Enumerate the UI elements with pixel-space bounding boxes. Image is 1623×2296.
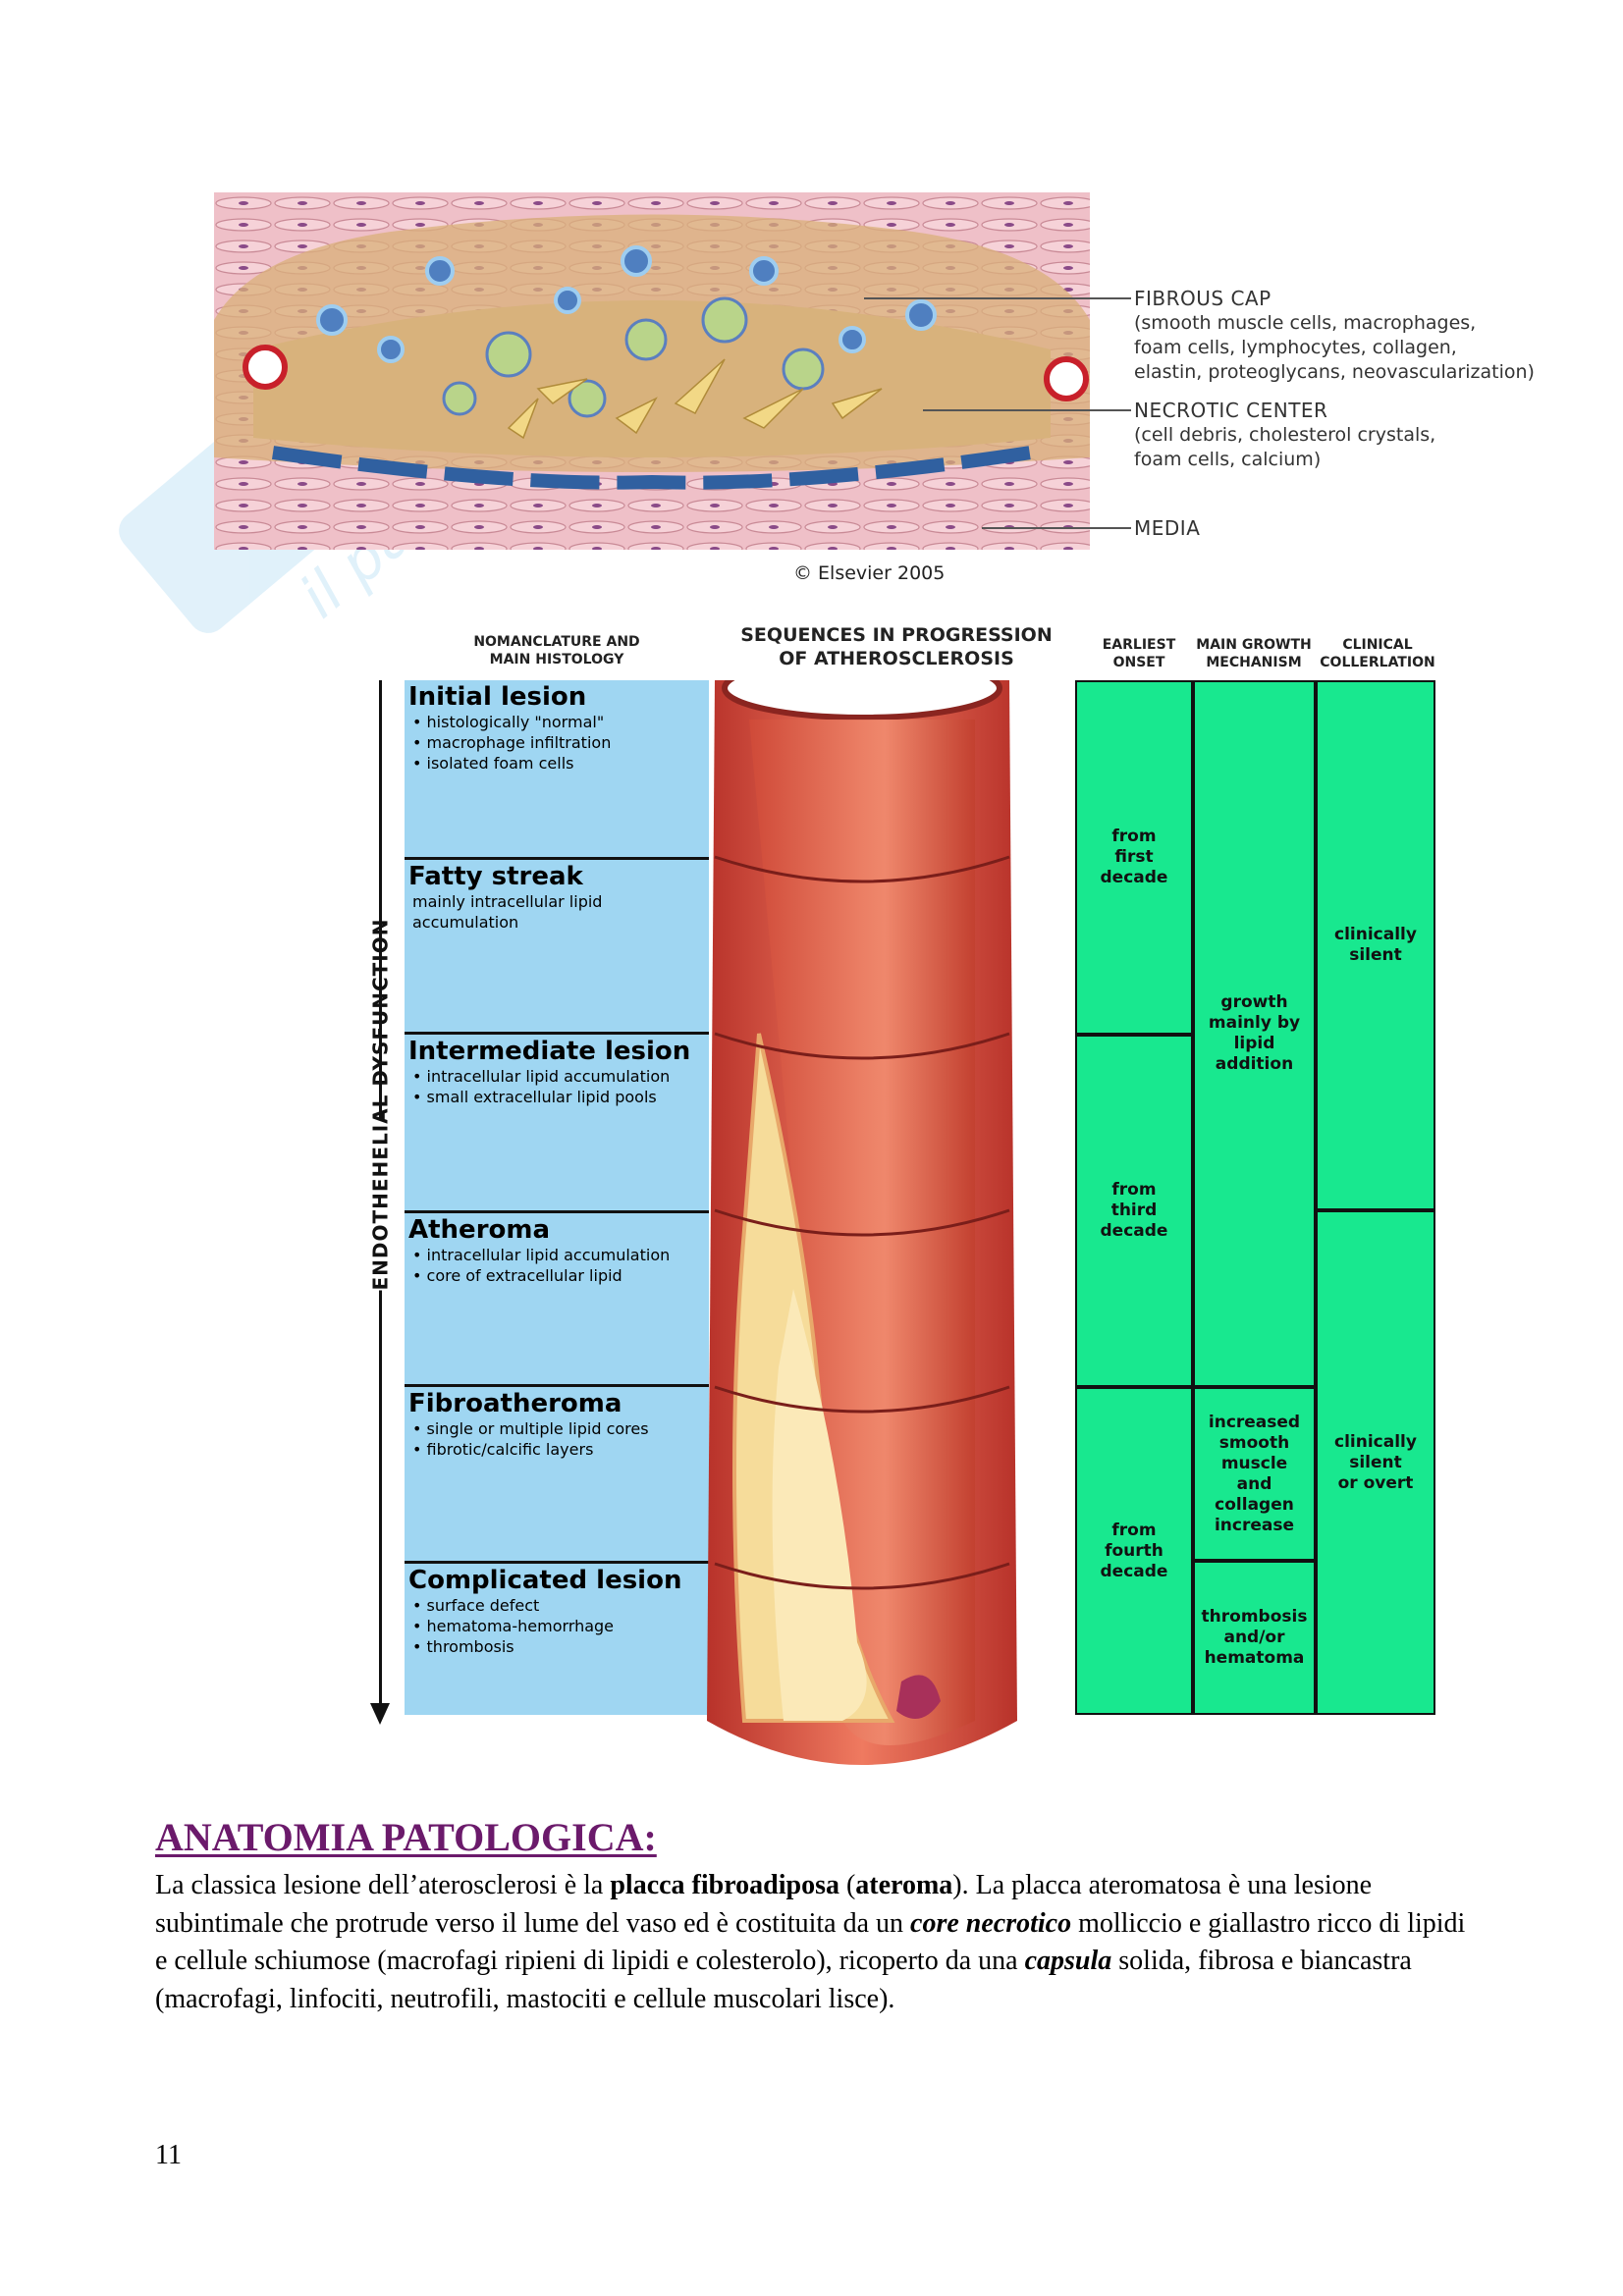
media-leader — [982, 527, 1131, 529]
artery-progression-illustration — [646, 680, 1078, 1799]
arrow-down-icon — [370, 1703, 390, 1725]
onset-first-decade: from first decade — [1075, 680, 1193, 1035]
term-capsula: capsula — [1025, 1946, 1112, 1976]
fibrous-cap-leader — [864, 297, 1131, 299]
necrotic-center-label: NECROTIC CENTER (cell debris, cholestero… — [1134, 399, 1435, 472]
fibrous-cap-label: FIBROUS CAP (smooth muscle cells, macrop… — [1134, 287, 1535, 385]
growth-lipid-addition: growth mainly by lipid addition — [1193, 680, 1316, 1387]
growth-smooth-muscle-collagen: increased smooth muscle and collagen inc… — [1193, 1387, 1316, 1561]
section-title: ANATOMIA PATOLOGICA: — [155, 1814, 657, 1860]
clinical-silent: clinically silent — [1316, 680, 1435, 1210]
copyright-caption: © Elsevier 2005 — [793, 562, 945, 584]
necrotic-center-leader — [923, 409, 1131, 411]
media-label: MEDIA — [1134, 516, 1200, 541]
body-paragraph: La classica lesione dell’aterosclerosi è… — [155, 1867, 1471, 2018]
term-core-necrotico: core necrotico — [910, 1908, 1071, 1939]
growth-thrombosis-hematoma: thrombosis and/or hematoma — [1193, 1561, 1316, 1715]
clinical-silent-or-overt: clinically silent or overt — [1316, 1210, 1435, 1715]
plaque-cross-section-illustration — [214, 192, 1090, 550]
onset-fourth-decade: from fourth decade — [1075, 1387, 1193, 1715]
page-number: 11 — [155, 2140, 182, 2171]
term-ateroma: ateroma — [855, 1870, 952, 1900]
endothelial-dysfunction-label: ENDOTHEHELIAL DYSFUNCTION — [369, 1119, 393, 1291]
term-placca-fibroadiposa: placca fibroadiposa — [610, 1870, 839, 1900]
onset-third-decade: from third decade — [1075, 1035, 1193, 1387]
